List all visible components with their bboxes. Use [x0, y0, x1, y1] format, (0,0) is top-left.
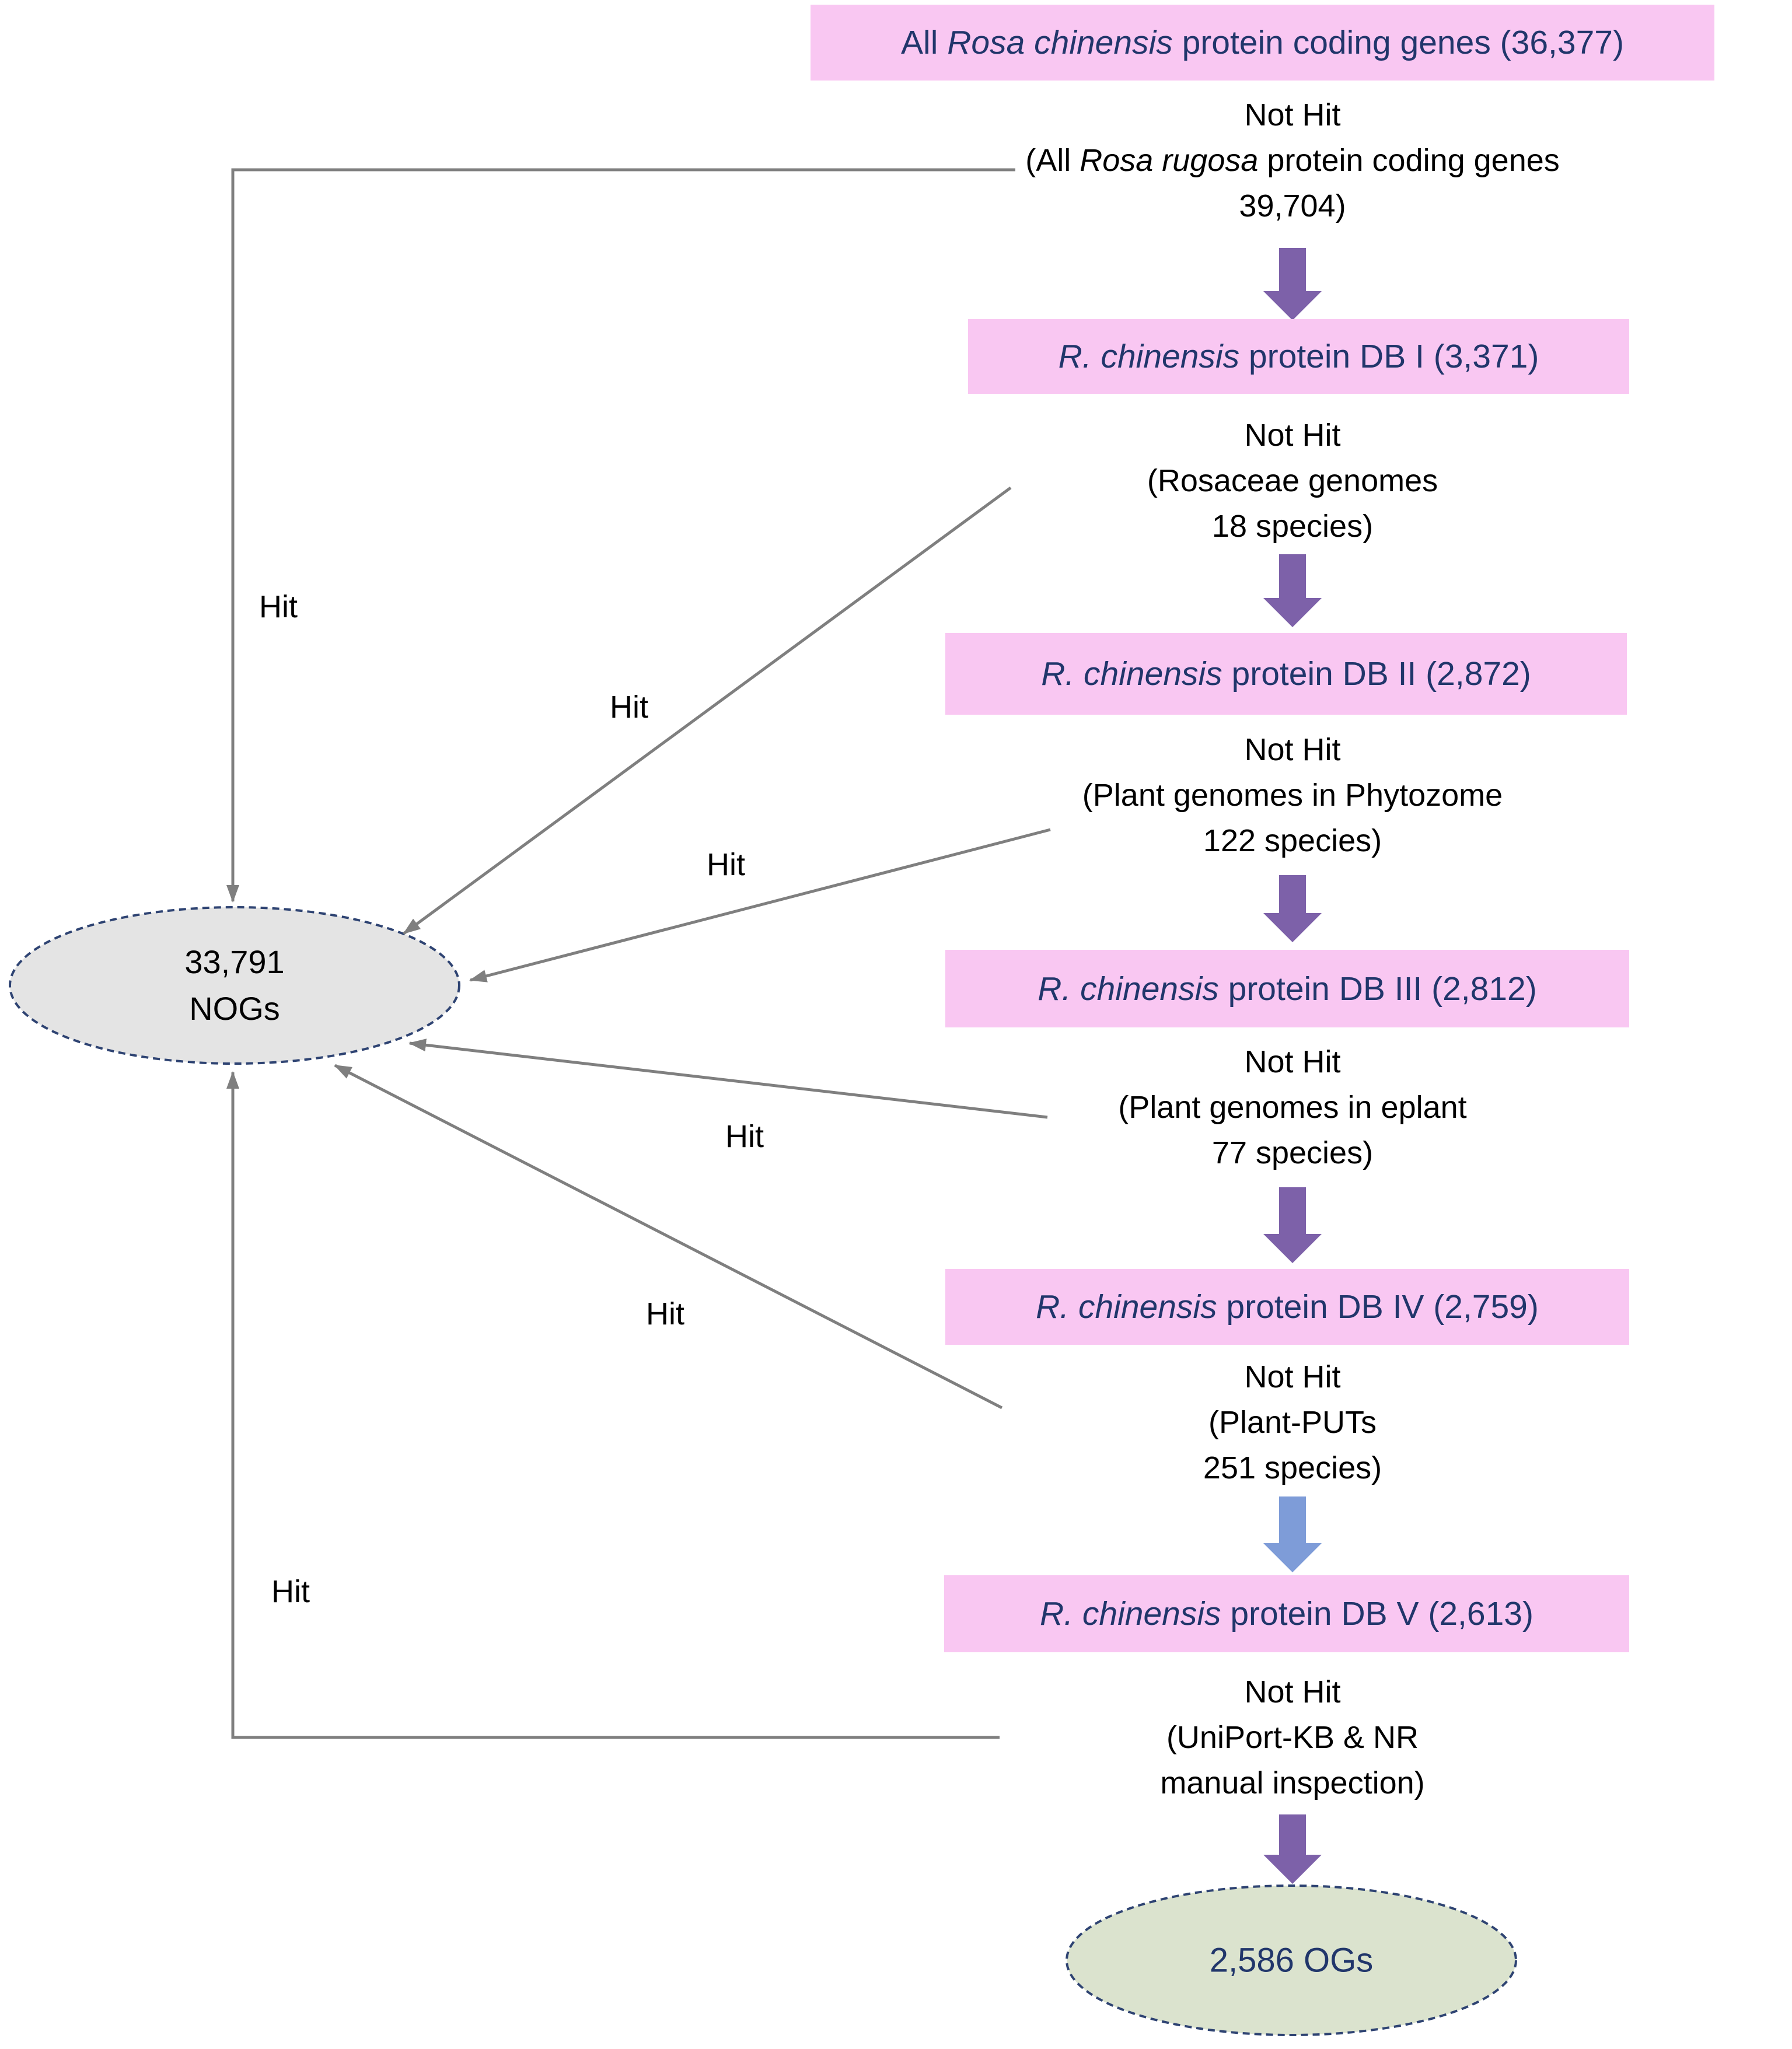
- not-hit-1-line3: 18 species): [1211, 509, 1374, 544]
- box-db5-label: R. chinensis protein DB V (2,613): [1040, 1595, 1533, 1632]
- box-all-genes: All Rosa chinensis protein coding genes …: [811, 5, 1714, 81]
- not-hit-3-title: Not Hit: [1244, 1044, 1341, 1079]
- not-hit-3-line2: (Plant genomes in eplant: [1118, 1090, 1467, 1125]
- not-hit-1-title: Not Hit: [1244, 418, 1341, 453]
- flow-arrow-1: [1263, 248, 1322, 320]
- hit-connector-4: [408, 1039, 1048, 1119]
- box-all-genes-label: All Rosa chinensis protein coding genes …: [901, 24, 1624, 61]
- flow-arrow-3: [1263, 875, 1322, 942]
- box-db3-label: R. chinensis protein DB III (2,812): [1038, 970, 1537, 1008]
- not-hit-0-title: Not Hit: [1244, 97, 1341, 132]
- hit-connector-5: [334, 1064, 1003, 1410]
- nog-ellipse-shape: [9, 906, 460, 1065]
- box-db4-label: R. chinensis protein DB IV (2,759): [1036, 1288, 1539, 1326]
- not-hit-block-3: Not Hit (Plant genomes in eplant 77 spec…: [855, 1039, 1730, 1176]
- not-hit-4-line3: 251 species): [1203, 1450, 1382, 1485]
- box-db1-label: R. chinensis protein DB I (3,371): [1058, 338, 1539, 375]
- nog-ellipse-label: 33,791 NOGs: [184, 939, 284, 1032]
- og-ellipse-label: 2,586 OGs: [1209, 1941, 1374, 1980]
- not-hit-4-title: Not Hit: [1244, 1359, 1341, 1394]
- box-db4: R. chinensis protein DB IV (2,759): [945, 1269, 1629, 1345]
- not-hit-5-line2: (UniPort-KB & NR: [1166, 1720, 1419, 1755]
- nog-unit: NOGs: [189, 990, 280, 1027]
- box-db2-label: R. chinensis protein DB II (2,872): [1041, 655, 1531, 693]
- not-hit-4-line2: (Plant-PUTs: [1208, 1405, 1377, 1440]
- og-ellipse-shape: [1066, 1884, 1517, 2036]
- hit-label-6: Hit: [271, 1574, 310, 1609]
- hit-connector-3: [469, 828, 1051, 982]
- not-hit-5-line3: manual inspection): [1160, 1765, 1425, 1800]
- flow-arrow-4: [1263, 1187, 1322, 1263]
- flow-arrow-5-blue: [1263, 1496, 1322, 1572]
- hit-connector-2: [403, 486, 1012, 935]
- not-hit-5-title: Not Hit: [1244, 1674, 1341, 1709]
- not-hit-block-5: Not Hit (UniPort-KB & NR manual inspecti…: [855, 1669, 1730, 1806]
- flow-arrow-6: [1263, 1814, 1322, 1884]
- not-hit-block-0: Not Hit (All Rosa rugosa protein coding …: [855, 92, 1730, 229]
- hit-label-2: Hit: [610, 690, 648, 725]
- not-hit-0-line3: 39,704): [1239, 188, 1346, 223]
- hit-connector-6: [226, 1071, 1000, 1739]
- hit-label-5: Hit: [646, 1296, 684, 1331]
- hit-label-3: Hit: [707, 847, 745, 882]
- not-hit-3-line3: 77 species): [1211, 1135, 1374, 1170]
- not-hit-0-line2: (All Rosa rugosa protein coding genes: [1025, 143, 1560, 178]
- box-db1: R. chinensis protein DB I (3,371): [968, 319, 1629, 394]
- not-hit-1-line2: (Rosaceae genomes: [1147, 463, 1438, 498]
- not-hit-block-2: Not Hit (Plant genomes in Phytozome 122 …: [855, 727, 1730, 863]
- not-hit-block-4: Not Hit (Plant-PUTs 251 species): [855, 1354, 1730, 1491]
- nog-count: 33,791: [184, 943, 285, 980]
- hit-label-1: Hit: [259, 589, 298, 624]
- box-db2: R. chinensis protein DB II (2,872): [945, 633, 1627, 715]
- box-db3: R. chinensis protein DB III (2,812): [945, 950, 1629, 1027]
- not-hit-2-line2: (Plant genomes in Phytozome: [1082, 778, 1503, 813]
- hit-connector-1: [226, 168, 1015, 903]
- not-hit-2-title: Not Hit: [1244, 732, 1341, 767]
- not-hit-block-1: Not Hit (Rosaceae genomes 18 species): [855, 412, 1730, 549]
- not-hit-2-line3: 122 species): [1203, 823, 1382, 858]
- hit-label-4: Hit: [725, 1119, 764, 1154]
- box-db5: R. chinensis protein DB V (2,613): [944, 1575, 1629, 1652]
- flow-arrow-2: [1263, 554, 1322, 627]
